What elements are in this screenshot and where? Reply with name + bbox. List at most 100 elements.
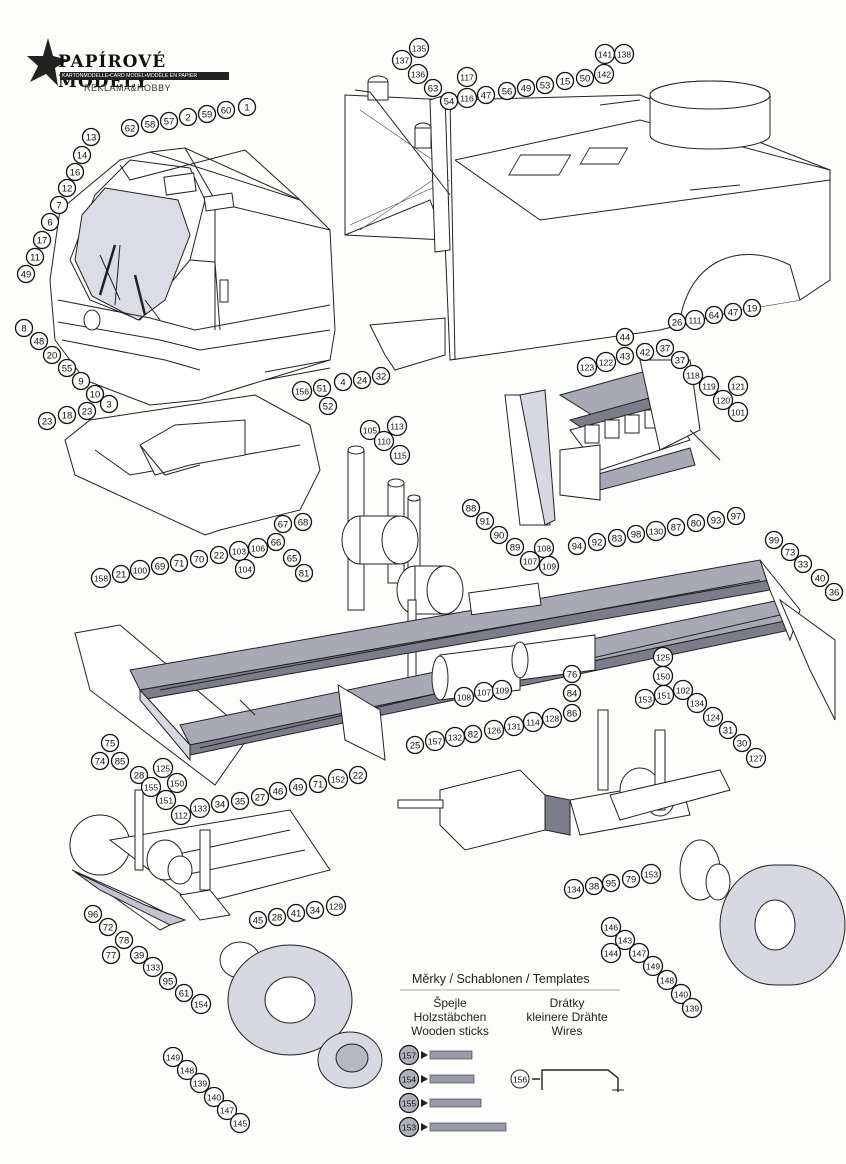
part-callout: 49 — [516, 78, 536, 98]
part-number: 135 — [412, 43, 426, 53]
part-callout: 30 — [732, 733, 752, 753]
part-number: 44 — [620, 332, 631, 343]
part-number: 150 — [656, 671, 670, 681]
part-number: 108 — [457, 692, 471, 702]
part-callout: 51 — [312, 378, 332, 398]
part-callout: 60 — [216, 100, 236, 120]
part-number: 115 — [393, 450, 407, 460]
part-callout: 65 — [282, 548, 302, 568]
part-number: 153 — [402, 1122, 416, 1132]
part-number: 149 — [646, 961, 660, 971]
part-number: 104 — [238, 564, 252, 574]
part-callout: 131 — [503, 715, 525, 737]
part-callout: 78 — [114, 930, 134, 950]
part-number: 140 — [674, 989, 688, 999]
front-axle — [69, 789, 383, 1089]
part-callout: 139 — [189, 1072, 211, 1094]
part-callout: 144 — [600, 942, 622, 964]
part-callout: 148 — [656, 969, 678, 991]
engine-block — [504, 359, 721, 526]
part-callout: 66 — [266, 532, 286, 552]
part-callout: 49 — [16, 264, 36, 284]
stick-length-bar — [429, 1050, 473, 1060]
part-callout: 22 — [348, 765, 368, 785]
part-callout: 71 — [169, 553, 189, 573]
part-callout: 128 — [541, 707, 563, 729]
part-callout: 92 — [587, 532, 607, 552]
part-number: 23 — [42, 416, 53, 427]
part-number: 52 — [323, 401, 334, 412]
part-callout: 88 — [461, 498, 481, 518]
part-number: 121 — [731, 381, 745, 391]
part-number: 9 — [78, 376, 83, 387]
part-number: 64 — [709, 310, 720, 321]
part-callout: 140 — [670, 983, 692, 1005]
part-callout: 145 — [229, 1112, 251, 1134]
part-number: 134 — [567, 884, 581, 894]
part-callout: 115 — [389, 444, 411, 466]
part-number: 49 — [521, 83, 532, 94]
part-callout: 8 — [14, 318, 34, 338]
part-callout: 96 — [83, 904, 103, 924]
part-number: 35 — [235, 796, 246, 807]
part-number: 155 — [144, 782, 158, 792]
part-number: 94 — [572, 541, 583, 552]
part-callout: 101 — [727, 401, 749, 423]
part-callout: 6 — [40, 212, 60, 232]
part-callout: 106 — [247, 537, 269, 559]
part-callout: 48 — [29, 331, 49, 351]
part-callout: 103 — [228, 540, 250, 562]
part-number: 47 — [728, 307, 739, 318]
part-callout: 134 — [563, 878, 585, 900]
part-callout: 1 — [237, 97, 257, 117]
part-number: 91 — [480, 516, 491, 527]
part-number: 25 — [410, 740, 421, 751]
part-number: 21 — [116, 569, 127, 580]
part-callout: 72 — [98, 917, 118, 937]
part-number: 92 — [592, 537, 603, 548]
part-number: 153 — [638, 694, 652, 704]
part-number: 95 — [606, 878, 617, 889]
part-callout: 158 — [90, 567, 112, 589]
part-number: 28 — [272, 912, 283, 923]
part-callout: 12 — [57, 178, 77, 198]
part-number: 124 — [706, 712, 720, 722]
logo-slogan: REKLAMA&HOBBY — [84, 83, 172, 93]
part-callout: 148 — [176, 1059, 198, 1081]
part-number: 107 — [523, 556, 537, 566]
part-number: 112 — [174, 810, 188, 820]
part-callout: 82 — [463, 724, 483, 744]
part-callout: 38 — [584, 876, 604, 896]
part-number: 119 — [702, 381, 716, 391]
part-number: 138 — [617, 49, 631, 59]
part-callout: 79 — [621, 869, 641, 889]
part-number: 137 — [395, 55, 409, 65]
part-number: 144 — [604, 948, 618, 958]
part-callout: 56 — [497, 81, 517, 101]
part-callout: 44 — [615, 327, 635, 347]
part-callout: 76 — [562, 664, 582, 684]
part-callout: 77 — [101, 945, 121, 965]
part-number: 84 — [567, 688, 578, 699]
part-callout: 67 — [273, 514, 293, 534]
part-number: 49 — [21, 269, 32, 280]
part-number: 98 — [631, 529, 642, 540]
sticks-label-cz: Špejle — [433, 996, 467, 1010]
part-number: 128 — [545, 713, 559, 723]
part-callout: 154 — [190, 993, 212, 1015]
part-number: 68 — [298, 517, 309, 528]
part-number: 131 — [507, 721, 521, 731]
part-callout: 147 — [628, 942, 650, 964]
part-callout: 26 — [667, 312, 687, 332]
part-number: 70 — [194, 554, 205, 565]
part-callout: 34 — [305, 900, 325, 920]
part-number: 95 — [163, 976, 174, 987]
part-number: 75 — [105, 738, 116, 749]
part-number: 151 — [657, 690, 671, 700]
part-callout: 132 — [444, 726, 466, 748]
part-number: 46 — [273, 786, 284, 797]
part-number: 45 — [253, 915, 264, 926]
part-number: 59 — [202, 109, 213, 120]
wires-label-en: Wires — [551, 1024, 583, 1038]
part-number: 71 — [174, 558, 185, 569]
